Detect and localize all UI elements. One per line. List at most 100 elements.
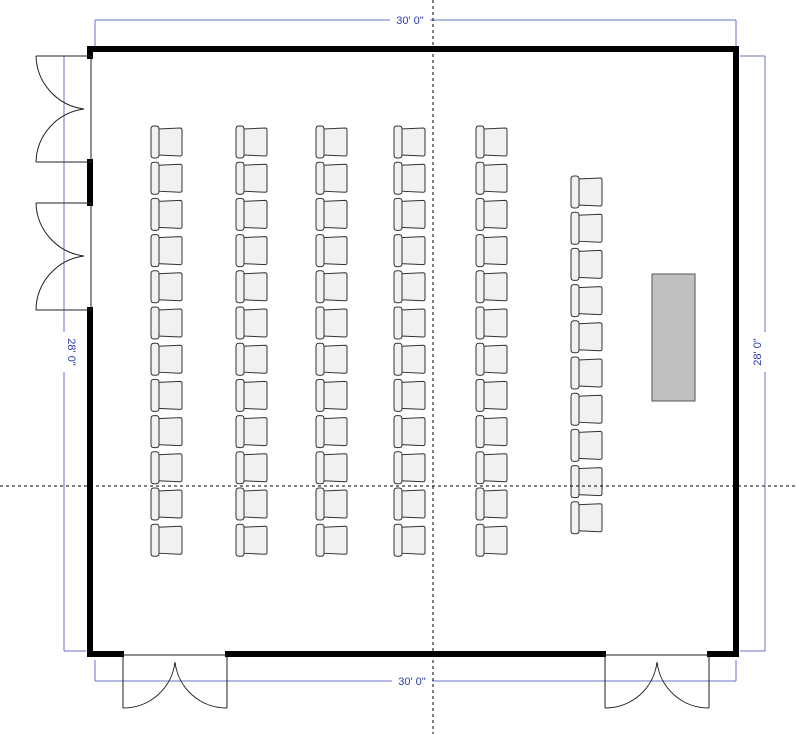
chair-seat — [242, 127, 268, 157]
chair-column-4-row-1[interactable] — [393, 125, 426, 159]
chair-column-1-row-9[interactable] — [150, 415, 183, 449]
chair-column-1-row-2[interactable] — [150, 161, 183, 195]
chair-column-2-row-4[interactable] — [235, 234, 268, 268]
chair-column-3-row-2[interactable] — [315, 161, 348, 195]
chair-column-4-row-10[interactable] — [393, 451, 426, 485]
chair-column-3-row-3[interactable] — [315, 197, 348, 231]
chair-column-6-row-2[interactable] — [570, 211, 603, 245]
chair-column-1-row-5[interactable] — [150, 270, 183, 304]
chair-column-3-row-8[interactable] — [315, 378, 348, 412]
chair-back — [235, 523, 245, 557]
chair-back — [393, 270, 403, 304]
chair-seat — [482, 127, 508, 157]
chair-column-5-row-9[interactable] — [475, 415, 508, 449]
chair-column-5-row-4[interactable] — [475, 234, 508, 268]
chair-column-2-row-9[interactable] — [235, 415, 268, 449]
chair-column-1-row-4[interactable] — [150, 234, 183, 268]
chair-column-4-row-12[interactable] — [393, 523, 426, 557]
chair-column-2-row-3[interactable] — [235, 197, 268, 231]
chair-back — [235, 451, 245, 485]
chair-column-4-row-3[interactable] — [393, 197, 426, 231]
chair-column-1-row-7[interactable] — [150, 342, 183, 376]
chair-column-2-row-2[interactable] — [235, 161, 268, 195]
chair-column-5-row-2[interactable] — [475, 161, 508, 195]
left-wall-door-lower[interactable] — [35, 202, 92, 311]
chair-seat — [482, 525, 508, 555]
chair-column-2-row-10[interactable] — [235, 451, 268, 485]
chair-column-1-row-12[interactable] — [150, 523, 183, 557]
presenter-table[interactable] — [651, 273, 696, 402]
chair-column-2-row-5[interactable] — [235, 270, 268, 304]
chair-column-6-row-9[interactable] — [570, 465, 603, 499]
chair-column-1-row-3[interactable] — [150, 197, 183, 231]
chair-column-3-row-10[interactable] — [315, 451, 348, 485]
chair-seat — [242, 344, 268, 374]
chair-column-1-row-10[interactable] — [150, 451, 183, 485]
chair-column-2-row-7[interactable] — [235, 342, 268, 376]
chair-column-6-row-6[interactable] — [570, 356, 603, 390]
chair-column-5-row-7[interactable] — [475, 342, 508, 376]
chair-back — [150, 487, 160, 521]
chair-back — [150, 197, 160, 231]
chair-seat — [242, 199, 268, 229]
chair-column-6-row-8[interactable] — [570, 428, 603, 462]
bottom-dimension-label: 30' 0" — [398, 676, 426, 688]
chair-column-6-row-10[interactable] — [570, 501, 603, 535]
chair-column-5-row-1[interactable] — [475, 125, 508, 159]
chair-column-1-row-6[interactable] — [150, 306, 183, 340]
chair-seat — [400, 127, 426, 157]
chair-column-4-row-11[interactable] — [393, 487, 426, 521]
bottom-wall-door-left[interactable] — [121, 654, 228, 709]
door-swing-arc-bottom — [35, 255, 85, 311]
bottom-wall-door-right[interactable] — [603, 654, 710, 709]
chair-column-5-row-6[interactable] — [475, 306, 508, 340]
chair-column-6-row-1[interactable] — [570, 175, 603, 209]
chair-column-3-row-12[interactable] — [315, 523, 348, 557]
chair-column-3-row-7[interactable] — [315, 342, 348, 376]
chair-seat — [322, 453, 348, 483]
chair-column-2-row-6[interactable] — [235, 306, 268, 340]
chair-column-1-row-11[interactable] — [150, 487, 183, 521]
chair-back — [570, 175, 580, 209]
top-dimension-label: 30' 0" — [396, 15, 424, 27]
chair-column-2-row-1[interactable] — [235, 125, 268, 159]
chair-column-3-row-5[interactable] — [315, 270, 348, 304]
chair-column-4-row-6[interactable] — [393, 306, 426, 340]
left-wall-door-upper[interactable] — [35, 55, 92, 163]
chair-column-3-row-4[interactable] — [315, 234, 348, 268]
chair-column-4-row-7[interactable] — [393, 342, 426, 376]
chair-column-2-row-11[interactable] — [235, 487, 268, 521]
chair-column-4-row-9[interactable] — [393, 415, 426, 449]
chair-column-5-row-3[interactable] — [475, 197, 508, 231]
chair-back — [150, 161, 160, 195]
chair-column-5-row-5[interactable] — [475, 270, 508, 304]
chair-seat — [577, 394, 603, 424]
chair-column-5-row-11[interactable] — [475, 487, 508, 521]
chair-column-5-row-10[interactable] — [475, 451, 508, 485]
chair-back — [475, 270, 485, 304]
chair-seat — [482, 163, 508, 193]
chair-seat — [400, 163, 426, 193]
chair-column-2-row-12[interactable] — [235, 523, 268, 557]
chair-column-5-row-8[interactable] — [475, 378, 508, 412]
chair-column-1-row-1[interactable] — [150, 125, 183, 159]
chair-column-5-row-12[interactable] — [475, 523, 508, 557]
chair-column-6-row-7[interactable] — [570, 392, 603, 426]
chair-column-6-row-3[interactable] — [570, 247, 603, 281]
chair-back — [393, 415, 403, 449]
chair-column-6-row-5[interactable] — [570, 320, 603, 354]
chair-column-3-row-9[interactable] — [315, 415, 348, 449]
chair-column-4-row-2[interactable] — [393, 161, 426, 195]
chair-column-1-row-8[interactable] — [150, 378, 183, 412]
chair-column-6-row-4[interactable] — [570, 284, 603, 318]
chair-column-2-row-8[interactable] — [235, 378, 268, 412]
chair-column-4-row-8[interactable] — [393, 378, 426, 412]
chair-column-4-row-5[interactable] — [393, 270, 426, 304]
chair-column-4-row-4[interactable] — [393, 234, 426, 268]
chair-seat — [400, 489, 426, 519]
chair-column-3-row-1[interactable] — [315, 125, 348, 159]
chair-back — [315, 125, 325, 159]
chair-column-3-row-6[interactable] — [315, 306, 348, 340]
chair-seat — [400, 525, 426, 555]
chair-column-3-row-11[interactable] — [315, 487, 348, 521]
